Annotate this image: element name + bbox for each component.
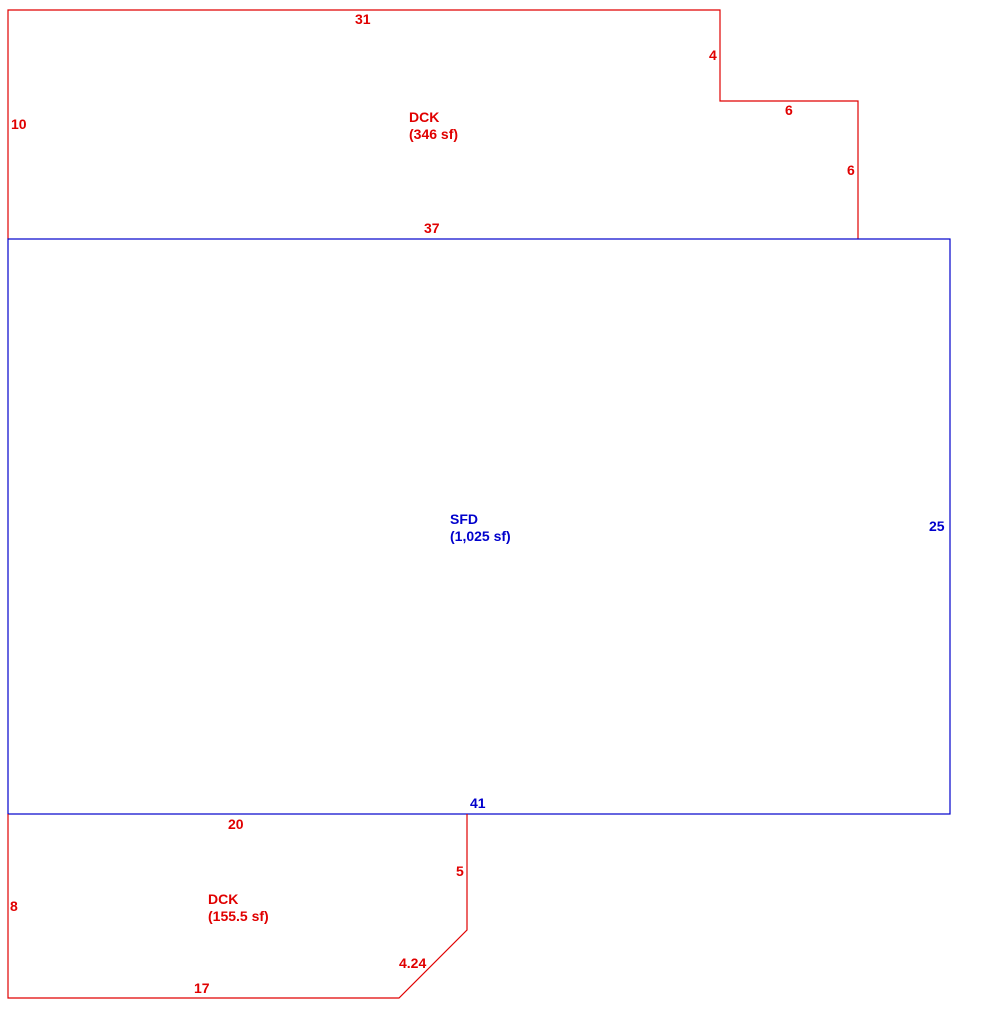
- top-deck-area: (346 sf): [409, 126, 458, 142]
- bottom-deck-dim-bottom: 17: [194, 980, 210, 996]
- bottom-deck-dim-right: 5: [456, 863, 464, 879]
- bottom-deck-dim-left: 8: [10, 898, 18, 914]
- house-code: SFD: [450, 511, 478, 527]
- house-outline: [7, 238, 951, 815]
- house-area: (1,025 sf): [450, 528, 511, 544]
- bottom-deck-code: DCK: [208, 891, 238, 907]
- bottom-deck-dim-diagonal: 4.24: [399, 955, 426, 971]
- top-deck-code: DCK: [409, 109, 439, 125]
- bottom-deck-dim-top: 20: [228, 816, 244, 832]
- top-deck-dim-notch-horizontal: 6: [785, 102, 793, 118]
- top-deck-dim-left: 10: [11, 116, 27, 132]
- bottom-deck-area: (155.5 sf): [208, 908, 269, 924]
- bottom-deck-outline: [7, 814, 468, 999]
- house-dim-bottom: 41: [470, 795, 486, 811]
- house-dim-right: 25: [929, 518, 945, 534]
- top-deck-dim-notch-vertical: 4: [709, 47, 717, 63]
- top-deck-outline: [7, 9, 859, 239]
- top-deck-dim-top: 31: [355, 11, 371, 27]
- top-deck-dim-right: 6: [847, 162, 855, 178]
- top-deck-dim-bottom: 37: [424, 220, 440, 236]
